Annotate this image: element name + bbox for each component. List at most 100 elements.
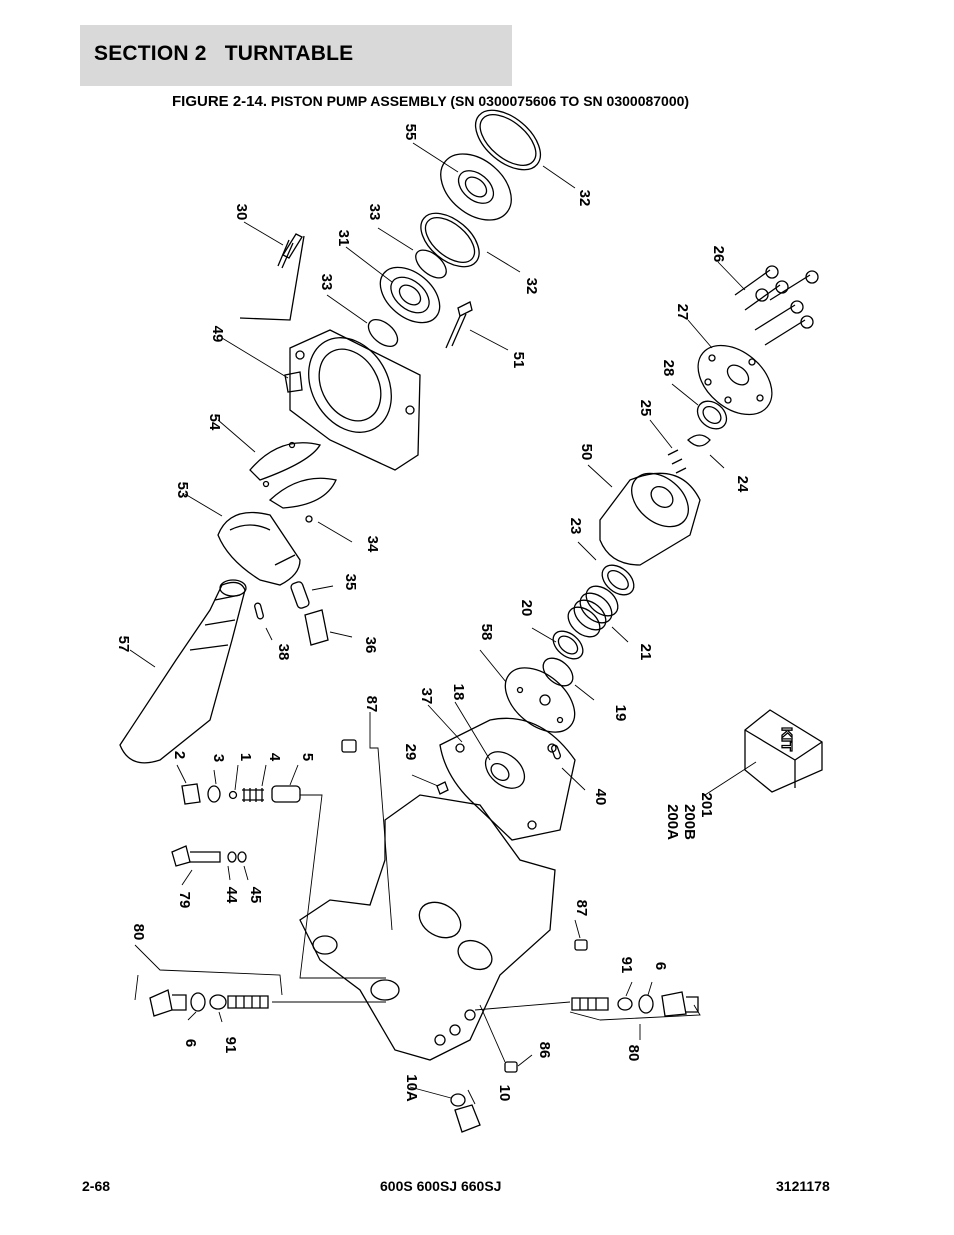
callout-44: 44 — [223, 887, 240, 904]
pin-38 — [254, 602, 264, 620]
drive-shaft-57 — [119, 579, 247, 764]
section-title: SECTION 2 TURNTABLE — [94, 42, 354, 65]
spherical-guide-28 — [696, 400, 728, 430]
callout-36: 36 — [362, 637, 379, 654]
plug-87-right — [574, 939, 588, 951]
callout-5: 5 — [299, 753, 316, 761]
callout-29: 29 — [402, 744, 419, 761]
callout-6-left: 6 — [182, 1039, 199, 1047]
callout-30: 30 — [233, 204, 250, 221]
plug-87-top — [341, 739, 357, 753]
washer-23 — [601, 564, 635, 596]
callout-37: 37 — [418, 688, 435, 705]
spring-91-left — [209, 994, 227, 1010]
compensator-spool-right — [571, 997, 609, 1011]
callout-91-right: 91 — [618, 957, 635, 974]
callout-35: 35 — [342, 574, 359, 591]
pins-25 — [667, 449, 687, 474]
retainer-plate-27 — [697, 344, 773, 416]
callout-49: 49 — [209, 326, 226, 343]
callout-80-left: 80 — [130, 924, 147, 941]
callout-200b: 200B — [681, 804, 698, 840]
callout-10: 10 — [496, 1085, 513, 1102]
callout-28: 28 — [660, 360, 677, 377]
callout-91-left: 91 — [222, 1037, 239, 1054]
callout-4: 4 — [266, 753, 283, 762]
cylinder-block-50 — [599, 472, 701, 566]
o-ring-6-right — [638, 994, 654, 1014]
spool-5 — [271, 785, 301, 803]
callout-45: 45 — [247, 887, 264, 904]
callout-200a: 200A — [664, 804, 681, 840]
callout-34: 34 — [364, 536, 381, 553]
figure-caption: FIGURE 2-14. PISTON PUMP ASSEMBLY (SN 03… — [172, 93, 689, 110]
document-number: 3121178 — [776, 1178, 830, 1194]
callout-50: 50 — [578, 444, 595, 461]
callout-3: 3 — [210, 754, 227, 762]
callout-86: 86 — [536, 1042, 553, 1059]
o-ring-6-left — [190, 992, 206, 1012]
ball-34 — [305, 515, 313, 523]
cap-screw-51 — [445, 301, 473, 349]
callout-53: 53 — [174, 482, 191, 499]
washer-20 — [552, 630, 584, 660]
callout-1: 1 — [237, 753, 254, 761]
plug-86 — [504, 1061, 518, 1073]
callout-57: 57 — [115, 636, 132, 653]
spring-91-right — [617, 997, 633, 1011]
callout-55: 55 — [402, 124, 419, 141]
compensator-plug-right — [661, 991, 699, 1017]
callout-32-mid: 32 — [523, 278, 540, 295]
o-ring-44 — [227, 851, 237, 863]
callout-58: 58 — [478, 624, 495, 641]
callout-33-b: 33 — [318, 274, 335, 291]
main-housing — [299, 794, 556, 1061]
plug-29 — [436, 781, 449, 795]
guide-24 — [687, 434, 711, 447]
callout-27: 27 — [674, 304, 691, 321]
callout-21: 21 — [637, 644, 654, 661]
callout-201: 201 — [698, 792, 715, 817]
bearing-31 — [379, 266, 441, 324]
callout-40: 40 — [592, 789, 609, 806]
o-ring-3 — [207, 785, 221, 803]
callout-6-right: 6 — [652, 962, 669, 970]
callout-18: 18 — [450, 684, 467, 701]
callout-25: 25 — [637, 400, 654, 417]
ball-1 — [228, 790, 238, 800]
ring-19 — [542, 657, 574, 687]
compensator-plug-left — [149, 989, 187, 1017]
callout-33-a: 33 — [366, 204, 383, 221]
callout-54: 54 — [206, 414, 223, 431]
key-36 — [304, 609, 329, 646]
swash-plate-part — [268, 477, 337, 509]
callout-23: 23 — [567, 518, 584, 535]
o-ring-10a — [450, 1093, 466, 1107]
page-number: 2-68 — [82, 1178, 111, 1194]
callouts: 55 32 30 33 31 32 33 49 51 26 27 28 25 2… — [115, 124, 751, 1102]
pin-40 — [550, 744, 562, 760]
callout-87-top: 87 — [363, 696, 380, 713]
housing-49 — [239, 235, 421, 471]
callout-19: 19 — [612, 705, 629, 722]
plug-10 — [454, 1104, 481, 1133]
piston-set-26 — [734, 265, 819, 346]
callout-38: 38 — [275, 644, 292, 661]
spring-4 — [242, 788, 264, 802]
swash-plate-54 — [249, 441, 322, 488]
section-header: SECTION 2 TURNTABLE — [80, 25, 512, 86]
swash-block-53 — [217, 511, 301, 586]
o-ring-45 — [237, 851, 247, 863]
seal-55 — [440, 153, 512, 221]
callout-26: 26 — [710, 246, 727, 263]
callout-10a: 10A — [403, 1074, 420, 1102]
seal-kit-box — [744, 709, 823, 793]
callout-51: 51 — [510, 352, 527, 369]
shaft-18 — [490, 762, 510, 782]
plug-2 — [181, 783, 201, 805]
snap-ring-33b — [367, 319, 399, 347]
callout-2: 2 — [171, 751, 188, 759]
compensator-spool-left — [227, 995, 269, 1009]
callout-87-right: 87 — [573, 900, 590, 917]
